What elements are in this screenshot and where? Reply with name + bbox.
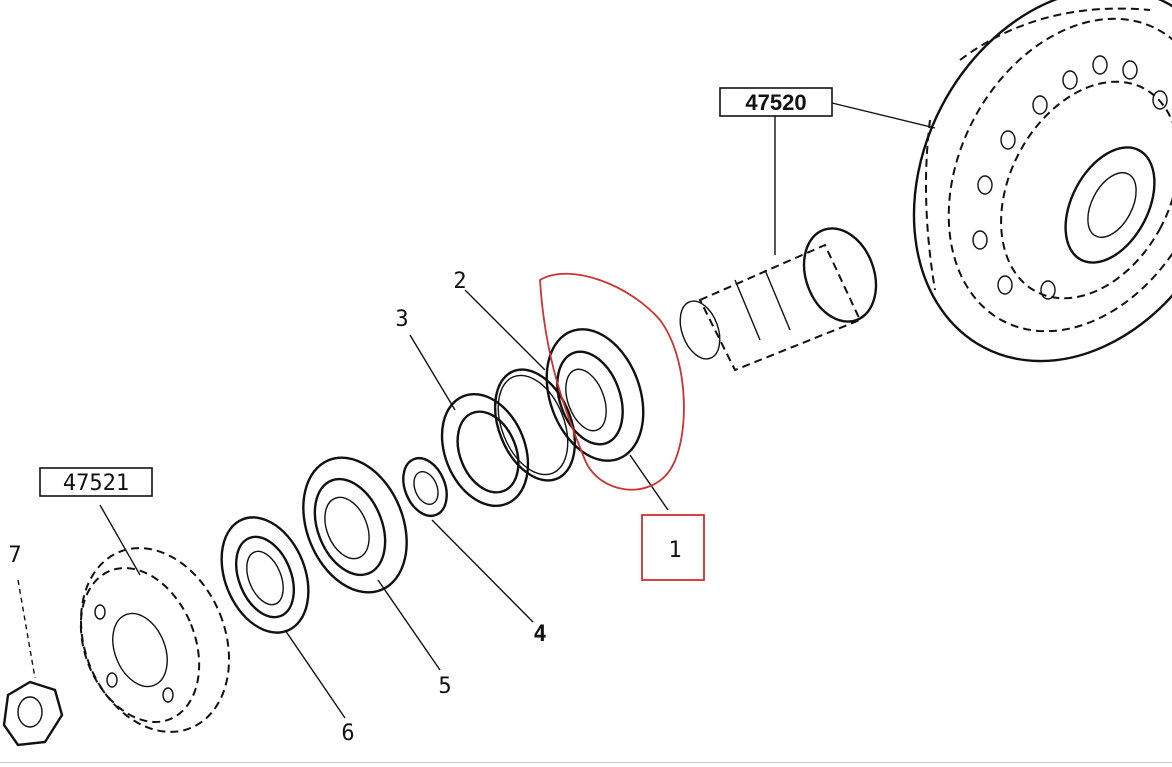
label-part-2: 2: [453, 269, 466, 294]
label-part-1: 1: [668, 538, 681, 563]
highlight-loop: [539, 272, 685, 491]
washer-part-4: [402, 456, 448, 518]
seal-part-3: [440, 392, 530, 508]
flange: [79, 547, 231, 733]
highlight-box-part-1: 1: [641, 514, 705, 581]
ref-box-47521-text: 47521: [63, 471, 129, 496]
leader-lines: [17, 102, 936, 719]
ref-box-47520-text: 47520: [745, 90, 806, 115]
ref-box-47521: 47521: [39, 467, 153, 497]
ring-part-2: [493, 368, 577, 482]
bearing-part-1: [545, 328, 645, 462]
label-part-6: 6: [341, 721, 354, 746]
ref-box-47520: 47520: [719, 87, 833, 117]
bottom-divider: [0, 762, 1172, 763]
nut-part-7: [2, 680, 64, 747]
label-part-4: 4: [533, 622, 546, 647]
bearing-part-6: [220, 516, 310, 634]
label-part-3: 3: [395, 307, 408, 332]
pinion-shaft: [679, 227, 878, 372]
label-part-5: 5: [438, 674, 451, 699]
crown-wheel: [912, 0, 1172, 363]
bearing-part-5: [302, 456, 408, 594]
label-part-7: 7: [8, 543, 21, 568]
